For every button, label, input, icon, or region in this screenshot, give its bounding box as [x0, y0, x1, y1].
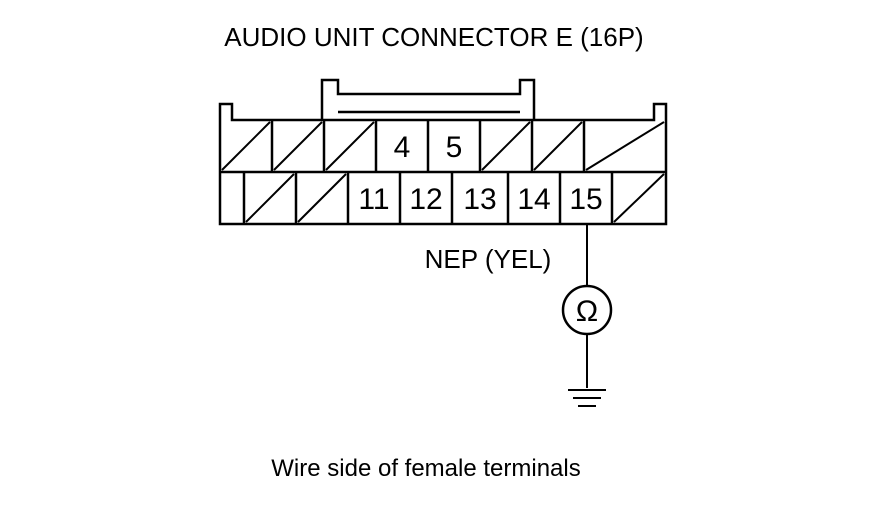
- terminal-number: 11: [358, 183, 389, 216]
- top-row-blank-cavity: [585, 121, 665, 171]
- ground-icon: [568, 389, 606, 407]
- diagram-caption: Wire side of female terminals: [271, 455, 580, 482]
- bottom-row-terminal-13: 13: [463, 172, 510, 224]
- bottom-row-blank-cavity: [613, 173, 665, 223]
- terminal-number: 14: [517, 183, 550, 216]
- top-row-terminal-5: 5: [446, 120, 482, 172]
- bottom-row-terminal-15: 15: [569, 172, 614, 224]
- bottom-row-blank-cavity: [245, 172, 298, 224]
- connector-housing: [218, 78, 668, 226]
- bottom-row-blank-cavity: [297, 172, 350, 224]
- top-row-blank-cavity: [533, 120, 586, 172]
- terminal-number: 13: [463, 183, 496, 216]
- top-row-blank-cavity: [273, 120, 326, 172]
- blank-slash: [481, 121, 531, 171]
- bottom-row-terminal-11: 11: [358, 172, 402, 224]
- terminal-number: 5: [446, 131, 463, 164]
- diagram-title: AUDIO UNIT CONNECTOR E (16P): [224, 22, 643, 52]
- blank-slash: [273, 121, 323, 171]
- bottom-row-terminal-12: 12: [409, 172, 454, 224]
- top-row-blank-cavity: [481, 120, 534, 172]
- terminal-number: 12: [409, 183, 442, 216]
- bottom-row-terminal-14: 14: [517, 172, 562, 224]
- blank-slash: [613, 173, 665, 223]
- blank-slash: [221, 121, 271, 171]
- blank-slash: [585, 121, 665, 171]
- top-row-blank-cavity: [221, 120, 274, 172]
- blank-slash: [245, 173, 295, 223]
- bottom-terminal-row: 11 12 13 14 15: [242, 172, 665, 224]
- lock-tab: [320, 78, 536, 120]
- blank-slash: [533, 121, 583, 171]
- ohmmeter-icon: Ω: [561, 284, 613, 336]
- top-row-blank-cavity: [325, 120, 378, 172]
- ohm-symbol: Ω: [576, 295, 598, 328]
- blank-slash: [297, 173, 347, 223]
- terminal-number: 15: [569, 183, 602, 216]
- blank-slash: [325, 121, 375, 171]
- housing-outline: [218, 102, 668, 226]
- wire-label: NEP (YEL): [425, 244, 552, 274]
- terminal-number: 4: [394, 131, 411, 164]
- top-row-terminal-4: 4: [394, 120, 430, 172]
